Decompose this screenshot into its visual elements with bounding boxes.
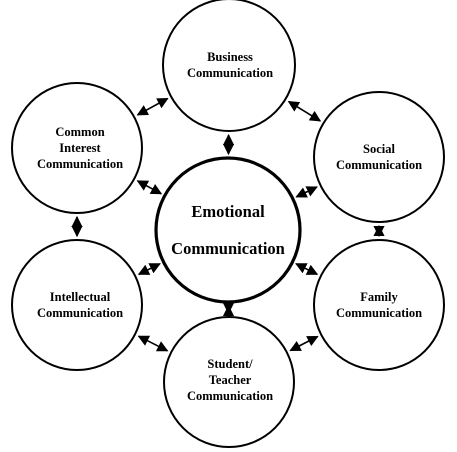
node-label-business: Business Communication (186, 49, 274, 80)
arrow-center-social (295, 186, 318, 198)
connection-arrows (71, 97, 385, 352)
circle-center (154, 156, 302, 304)
circle-student-teacher (163, 316, 295, 448)
arrow-family-student-teacher (289, 335, 319, 352)
arrow-business-social (287, 100, 322, 122)
node-label-social: Social Communication (335, 141, 423, 172)
node-label-intellectual: Intellectual Communication (36, 289, 124, 320)
circle-family (313, 239, 445, 371)
arrow-center-common-interest (136, 180, 163, 195)
node-label-family: Family Communication (335, 289, 423, 320)
arrow-center-family (295, 263, 319, 276)
center-node-label: Emotional Communication (171, 201, 285, 258)
node-circles (11, 0, 445, 448)
node-label-common-interest: Common Interest Communication (36, 124, 124, 172)
circle-intellectual (11, 239, 143, 371)
circle-common-interest (11, 82, 143, 214)
arrow-common-interest-business (136, 97, 169, 116)
node-label-student-teacher: Student/ Teacher Communication (186, 356, 274, 404)
arrow-center-intellectual (137, 263, 161, 276)
circle-business (162, 0, 296, 132)
circle-social (313, 91, 445, 223)
arrow-student-teacher-intellectual (137, 335, 169, 352)
